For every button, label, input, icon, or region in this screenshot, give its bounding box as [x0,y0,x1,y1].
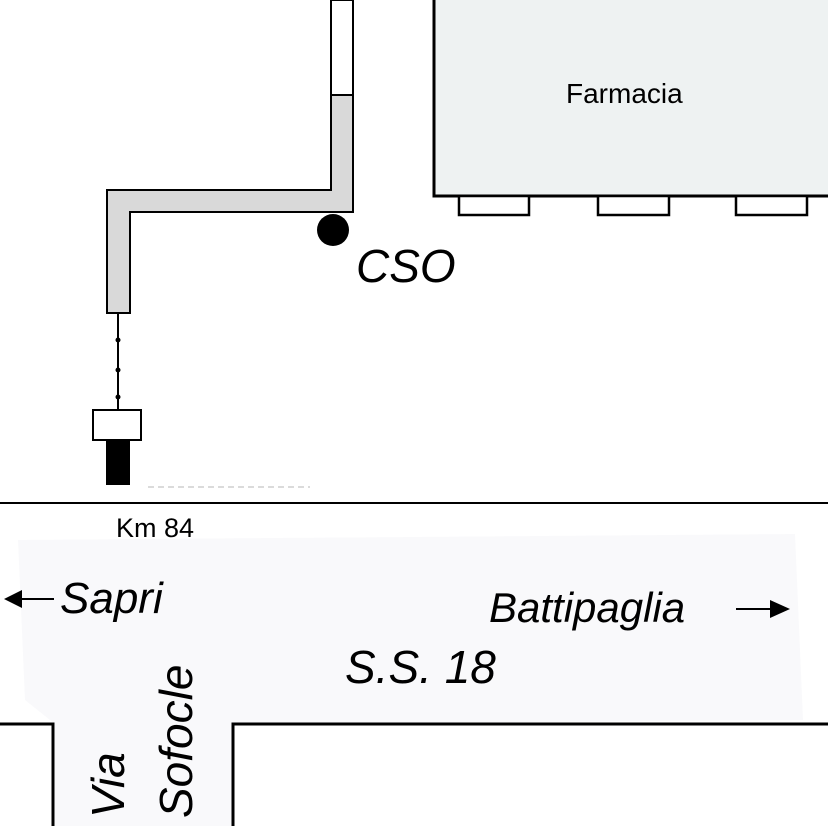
battipaglia-label: Battipaglia [489,584,686,631]
pipe-grey-section [106,94,354,314]
arrow-left-icon [4,590,54,608]
arrow-right-icon [736,600,790,618]
building-step [457,194,531,217]
km-label: Km 84 [116,513,195,543]
marker-post-head [92,409,142,441]
cso-label: CSO [356,240,456,292]
street-name-via: Via [82,752,134,818]
sapri-label: Sapri [60,574,163,623]
road-edge-bottom-right [231,722,828,826]
connector-dot [115,394,121,400]
pipe-top-section [330,0,354,96]
farmacia-label: Farmacia [566,78,683,109]
building-step [596,194,671,217]
marker-post-base [106,440,130,485]
building-step [734,194,809,217]
connector-dot [115,367,121,373]
cso-point [317,214,349,246]
farmacia-building [432,0,828,198]
road-edge-bottom-left [0,722,55,826]
street-name-sofocle: Sofocle [150,664,202,818]
road-surface [18,534,803,826]
road-name-label: S.S. 18 [345,641,496,693]
connector-dot [115,337,121,343]
